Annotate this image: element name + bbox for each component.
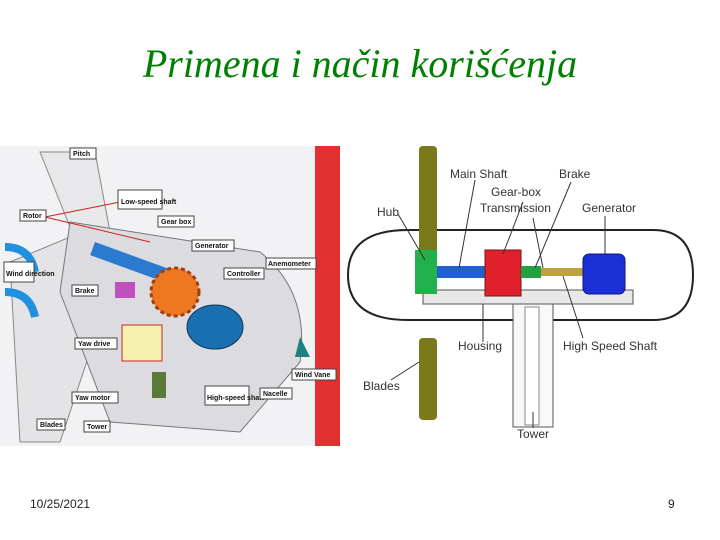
label-anemometer-text: Anemometer	[268, 261, 311, 268]
label-gear-box-text: Gear box	[161, 219, 191, 226]
tower-inner	[524, 306, 540, 426]
label-tower: Tower	[83, 420, 111, 433]
yaw-motor-part	[152, 372, 166, 398]
label-tower: Tower	[517, 427, 549, 441]
platform-part	[422, 289, 634, 305]
label-brake-text: Brake	[75, 288, 95, 295]
label-blades: Blades	[36, 418, 66, 431]
label-nacelle: Nacelle	[259, 387, 293, 400]
low-speed-shaft-part	[90, 242, 171, 283]
label-rotor: Rotor	[19, 209, 47, 222]
label-yaw-motor: Yaw motor	[71, 391, 119, 404]
label-generator: Generator	[582, 201, 636, 215]
label-brake: Brake	[71, 284, 99, 297]
right-edge-band	[315, 146, 340, 446]
brake-part	[115, 282, 135, 298]
slide-date: 10/25/2021	[30, 497, 91, 511]
label-hub: Hub	[377, 205, 399, 219]
gearbox-part	[484, 249, 522, 297]
label-rotor-text: Rotor	[23, 213, 42, 220]
brake-part	[521, 266, 541, 278]
label-housing: Housing	[458, 339, 502, 353]
lower-blade-part	[419, 338, 437, 420]
label-low-speed-shaft-text: Low-speed shaft	[121, 199, 177, 206]
label-pitch-text: Pitch	[73, 151, 90, 158]
main-shaft-part	[437, 266, 485, 278]
label-tower-text: Tower	[87, 424, 107, 431]
label-low-speed-shaft: Low-speed shaft	[117, 189, 177, 210]
label-gear-box: Gear-box	[491, 185, 541, 199]
label-generator-text: Generator	[195, 243, 229, 250]
label-blades: Blades	[363, 379, 400, 393]
slide-title: Primena i način korišćenja	[142, 41, 578, 86]
label-brake: Brake	[559, 167, 591, 181]
generator-part	[582, 253, 626, 295]
label-yaw-motor-text: Yaw motor	[75, 395, 111, 402]
label-pitch: Pitch	[69, 147, 97, 160]
label-wind-direction-text: Wind direction	[6, 271, 55, 278]
upper-blade-part	[419, 146, 437, 254]
high-speed-shaft-part	[541, 268, 583, 276]
label-generator: Generator	[191, 239, 235, 252]
label-wind-vane: Wind Vane	[291, 368, 337, 381]
label-blades-text: Blades	[40, 422, 63, 429]
label-wind-direction: Wind direction	[3, 261, 55, 283]
label-controller: Controller	[223, 267, 265, 280]
label-yaw-drive: Yaw drive	[74, 337, 118, 350]
label-yaw-drive-text: Yaw drive	[78, 341, 110, 348]
wind-arrow-2	[4, 288, 39, 318]
label-gear-box: Gear box	[157, 215, 195, 228]
label-transmission: Transmission	[480, 201, 551, 215]
wind-vane-part	[295, 337, 310, 357]
label-anemometer: Anemometer	[265, 257, 317, 270]
label-main-shaft: Main Shaft	[450, 167, 508, 181]
label-nacelle-text: Nacelle	[263, 391, 288, 398]
wind-turbine-cutaway-diagram: Pitch Low-speed shaft Rotor Gear box Gen…	[0, 142, 340, 446]
generator-body	[186, 304, 244, 350]
label-high-speed-shaft: High Speed Shaft	[563, 339, 658, 353]
slide-page-number: 9	[668, 497, 675, 511]
label-high-speed-shaft-text: High-speed shaft	[207, 395, 264, 402]
yaw-drive-part	[121, 324, 163, 362]
gearbox-gear	[149, 266, 201, 318]
label-wind-vane-text: Wind Vane	[295, 372, 330, 379]
hub-part	[415, 250, 437, 294]
label-controller-text: Controller	[227, 271, 261, 278]
label-high-speed-shaft: High-speed shaft	[204, 385, 264, 406]
wind-turbine-schematic-diagram: Main Shaft Brake Gear-box Transmission H…	[343, 142, 700, 446]
